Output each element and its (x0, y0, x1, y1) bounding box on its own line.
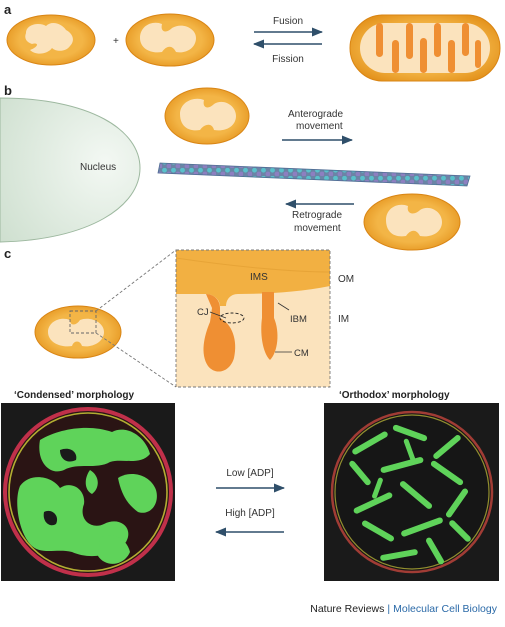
mitochondrial-network-orthodox (349, 424, 471, 565)
high-adp-label: High [ADP] (225, 508, 275, 519)
zoom-guide-bottom (95, 332, 177, 388)
credit-section: Molecular Cell Biology (393, 603, 497, 615)
cristae-shape (180, 98, 236, 131)
credit-separator: | (387, 603, 391, 615)
intermembrane-space (176, 250, 330, 306)
cristae-shape (25, 23, 73, 54)
figure-credit: Nature Reviews|Molecular Cell Biology (0, 603, 497, 615)
ibm-label: IBM (290, 314, 307, 325)
zoom-inset (175, 249, 331, 388)
cj-label: CJ (197, 307, 209, 318)
mitochondrion-overview (34, 305, 122, 359)
microtubule (157, 162, 471, 187)
condensed-micrograph (1, 403, 175, 581)
plus-sign: + (113, 36, 119, 47)
nucleus-label: Nucleus (80, 162, 116, 173)
cristae-folds (376, 23, 481, 73)
mitochondrion-fused (349, 14, 501, 82)
low-adp-label: Low [ADP] (226, 468, 273, 479)
condensed-morphology-title: ‘Condensed’ morphology (14, 390, 134, 401)
retrograde-label-line2: movement (294, 223, 341, 234)
crista-large (203, 294, 236, 372)
cm-label: CM (294, 348, 309, 359)
im-label: IM (338, 314, 349, 325)
crista-junction-marker (219, 312, 245, 324)
mitochondrion-small-1 (6, 14, 96, 66)
cristae-shape (140, 22, 196, 53)
anterograde-label-line2: movement (296, 121, 343, 132)
orthodox-morphology-title: ‘Orthodox’ morphology (339, 390, 450, 401)
zoom-selection-box (69, 310, 97, 334)
retrograde-label-line1: Retrograde (292, 210, 342, 221)
mitochondrion-retrograde (363, 193, 461, 251)
mitochondrion-anterograde (164, 87, 250, 145)
crista-small (261, 292, 278, 360)
mitochondrial-network-condensed (17, 427, 157, 564)
om-label: OM (338, 274, 354, 285)
mitochondrion-small-2 (125, 13, 215, 67)
ims-label: IMS (250, 272, 268, 283)
nucleus (0, 97, 141, 243)
zoom-guide-top (95, 249, 177, 312)
anterograde-label-line1: Anterograde (288, 109, 343, 120)
fusion-label: Fusion (273, 16, 303, 27)
panel-b-label: b (4, 83, 12, 98)
credit-journal: Nature Reviews (310, 603, 385, 615)
orthodox-micrograph (324, 403, 499, 581)
fission-label: Fission (272, 54, 304, 65)
panel-c-label: c (4, 246, 11, 261)
panel-a-label: a (4, 2, 12, 17)
ibm-pointer (277, 302, 290, 311)
cj-pointer (209, 311, 227, 319)
outer-membrane (175, 257, 331, 273)
cristae-shape (386, 204, 442, 237)
